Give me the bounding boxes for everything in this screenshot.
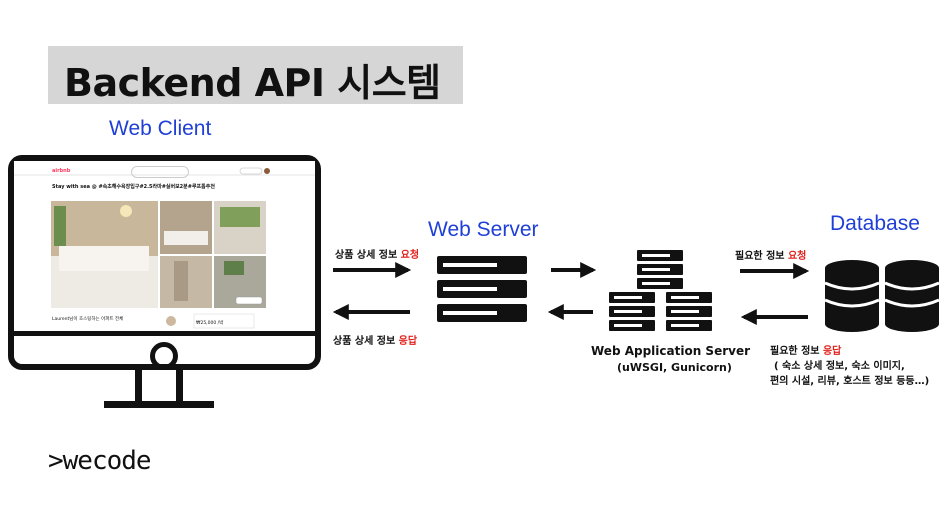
power-button-icon — [150, 342, 178, 370]
monitor-stand — [135, 370, 142, 404]
db-response-label: 필요한 정보 응답 — [770, 346, 842, 357]
client-request-label: 상품 상세 정보 요청 — [335, 250, 420, 261]
mini-listing-name: Laurent님이 호스팅하는 아파트 전체 — [52, 317, 124, 322]
airbnb-logo: airbnb — [52, 168, 71, 174]
db-request-label: 필요한 정보 요청 — [735, 251, 807, 262]
web-server-label: Web Server — [428, 218, 539, 241]
db-response-detail: ( 숙소 상세 정보, 숙소 이미지, — [774, 361, 905, 372]
monitor-stand — [176, 370, 183, 404]
was-sublabel: (uWSGI, Gunicorn) — [617, 361, 732, 374]
page-title: Backend API 시스템 — [64, 61, 441, 105]
was-label: Web Application Server — [591, 344, 751, 358]
db-response-detail: 편의 시설, 리뷰, 호스트 정보 등등…) — [770, 376, 930, 387]
mini-search-bar — [131, 166, 189, 178]
wecode-logo: >wecode — [48, 446, 152, 476]
mini-listing-title: Stay with sea @ #속초해수욕장입구#2.5라마#실버보2분#루프… — [52, 184, 215, 190]
web-application-server-icon — [609, 250, 712, 331]
monitor-base — [104, 401, 214, 408]
airbnb-page-illustration — [14, 167, 315, 329]
client-response-label: 상품 상세 정보 응답 — [333, 336, 418, 347]
monitor-screen — [14, 161, 315, 336]
web-client-label: Web Client — [109, 117, 212, 140]
web-server-icon — [437, 256, 527, 322]
database-label: Database — [830, 212, 920, 235]
database-icon — [824, 260, 940, 332]
mini-price: ₩25,000 /박 — [196, 321, 224, 326]
title-banner — [48, 46, 463, 104]
